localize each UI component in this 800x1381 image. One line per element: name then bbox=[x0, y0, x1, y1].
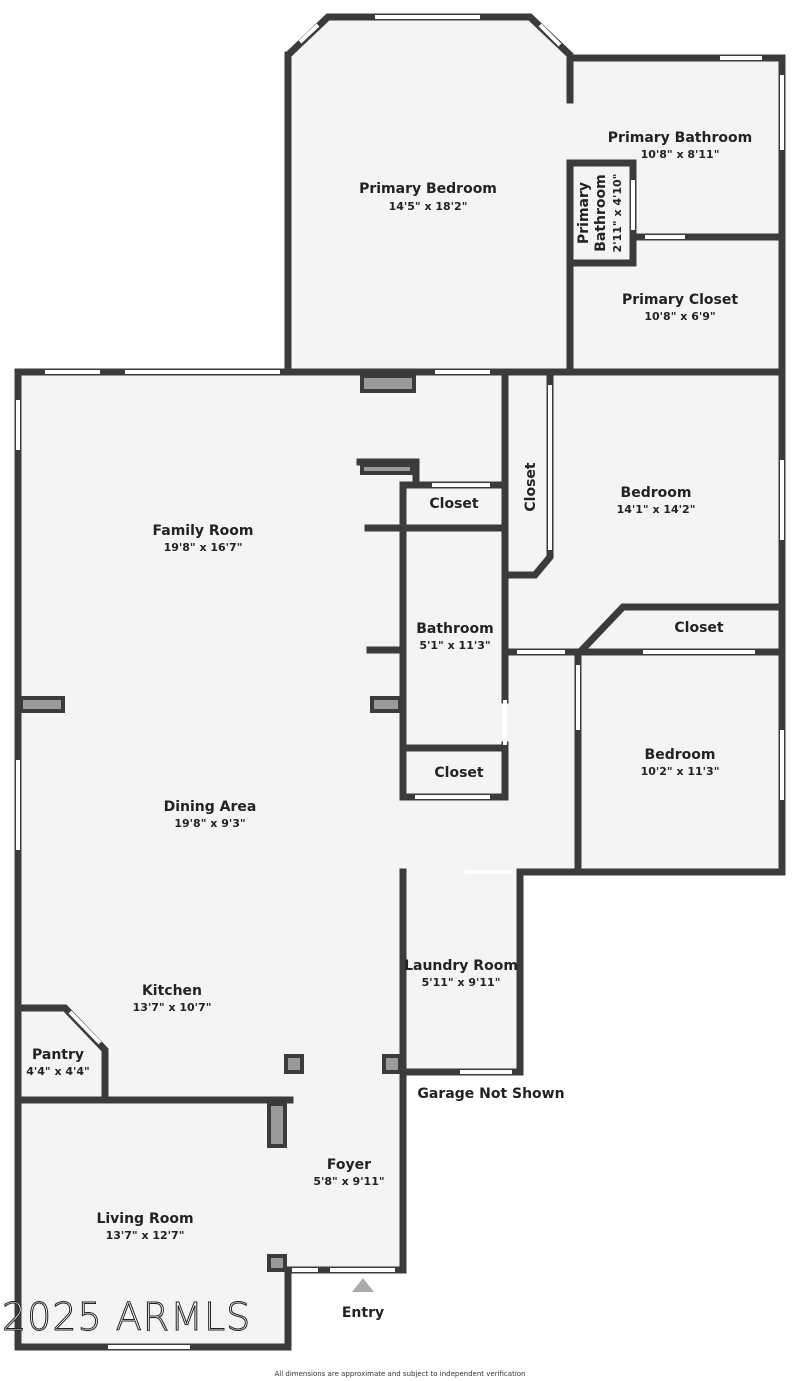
room-name: Primary bbox=[576, 182, 592, 244]
room-dims: 13'7" x 12'7" bbox=[106, 1229, 185, 1242]
room-dims: 13'7" x 10'7" bbox=[133, 1001, 212, 1014]
entry-arrow-icon bbox=[352, 1278, 374, 1292]
room-name: Pantry bbox=[32, 1047, 84, 1063]
room-dims: 5'8" x 9'11" bbox=[313, 1175, 384, 1188]
room-dims: 4'4" x 4'4" bbox=[26, 1065, 90, 1078]
room-name: Closet bbox=[523, 462, 539, 512]
room-name: Closet bbox=[429, 496, 479, 512]
room-name: Bathroom bbox=[593, 174, 609, 252]
entry-label: Entry bbox=[342, 1305, 384, 1321]
room-dims: 10'8" x 6'9" bbox=[644, 310, 715, 323]
room-name: Bathroom bbox=[416, 621, 494, 637]
room-name: Bedroom bbox=[645, 747, 716, 763]
garage-note: Garage Not Shown bbox=[417, 1086, 564, 1102]
room-name: Laundry Room bbox=[404, 958, 518, 974]
watermark: 2025 ARMLS bbox=[2, 1295, 251, 1339]
disclaimer: All dimensions are approximate and subje… bbox=[275, 1370, 526, 1378]
room-name: Dining Area bbox=[164, 799, 257, 815]
fireplace bbox=[360, 374, 416, 393]
room-dims: 19'8" x 9'3" bbox=[174, 817, 245, 830]
room-name: Primary Closet bbox=[622, 292, 738, 308]
room-dims: 14'1" x 14'2" bbox=[617, 503, 696, 516]
room-name: Primary Bathroom bbox=[608, 130, 752, 146]
room-name: Bedroom bbox=[621, 485, 692, 501]
room-dims: 10'2" x 11'3" bbox=[641, 765, 720, 778]
room-name: Kitchen bbox=[142, 983, 202, 999]
room-name: Primary Bedroom bbox=[359, 181, 497, 197]
room-dims: 10'8" x 8'11" bbox=[641, 148, 720, 161]
room-name: Living Room bbox=[96, 1211, 193, 1227]
room-name: Family Room bbox=[153, 523, 254, 539]
room-dims: 19'8" x 16'7" bbox=[164, 541, 243, 554]
windows bbox=[16, 15, 784, 1349]
room-name: Foyer bbox=[327, 1157, 371, 1173]
exterior-wall bbox=[14, 13, 786, 1351]
room-dims: 5'11" x 9'11" bbox=[422, 976, 501, 989]
room-dims: 14'5" x 18'2" bbox=[389, 200, 468, 213]
room-dims: 5'1" x 11'3" bbox=[419, 639, 490, 652]
room-name: Closet bbox=[674, 620, 724, 636]
room-dims: 2'11" x 4'10" bbox=[611, 174, 624, 253]
columns bbox=[19, 374, 416, 1272]
room-name: Closet bbox=[434, 765, 484, 781]
